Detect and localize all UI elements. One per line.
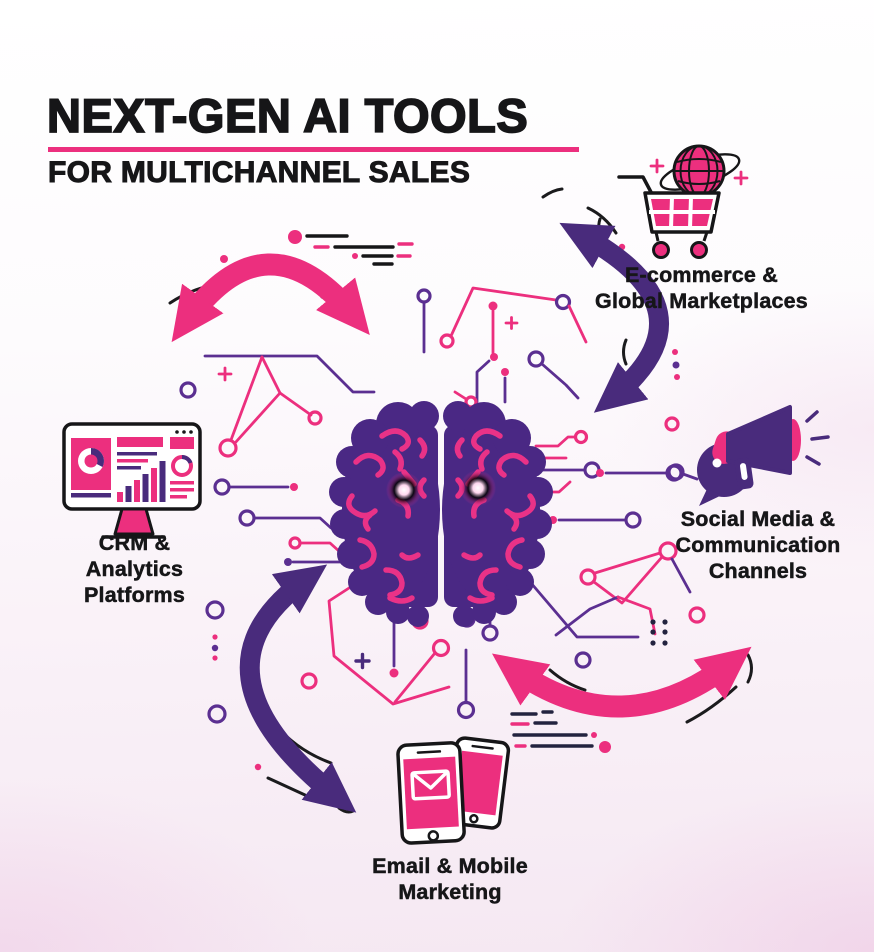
glow-right	[460, 470, 496, 506]
arrow-top-left	[171, 253, 370, 343]
arrow-bottom-left	[239, 564, 357, 813]
arrow-top-right	[559, 222, 669, 413]
page-subtitle: FOR MULTICHANNEL SALES	[47, 156, 471, 190]
label-crm-analytics-platforms: CRM & Analytics Platforms	[84, 531, 185, 608]
title-underline	[48, 147, 579, 152]
glow-left	[386, 472, 422, 508]
speed-lines	[288, 230, 597, 748]
label-ecommerce-global-marketplaces: E-commerce & Global Marketplaces	[595, 263, 808, 314]
page-title: NEXT-GEN AI TOOLS	[46, 88, 529, 143]
analytics-dashboard-icon	[62, 422, 202, 539]
mobile-email-icon	[396, 736, 511, 845]
label-social-media-communication-channels: Social Media & Communication Channels	[675, 507, 841, 584]
arrow-bottom-right	[491, 646, 752, 718]
label-email-mobile-marketing: Email & Mobile Marketing	[372, 854, 528, 905]
brain-circuit-icon	[329, 401, 553, 627]
shopping-cart-globe-icon	[617, 144, 749, 259]
megaphone-icon	[697, 405, 830, 506]
